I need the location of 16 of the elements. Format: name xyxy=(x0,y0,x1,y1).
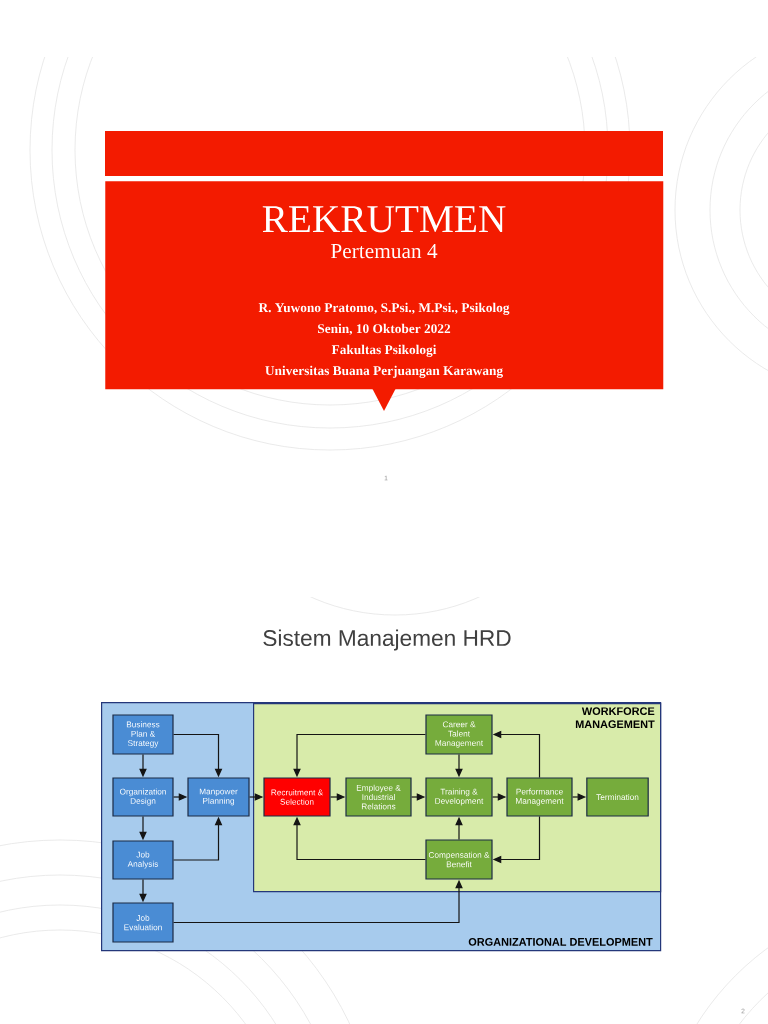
process-box: Job Evaluation xyxy=(112,902,174,943)
process-box: Recruitment & Selection xyxy=(263,777,331,817)
process-box: Training & Development xyxy=(425,777,493,817)
process-box: Organization Design xyxy=(112,777,174,817)
banner-bar xyxy=(105,131,663,176)
process-box: Career & Talent Management xyxy=(425,714,493,755)
process-box: Manpower Planning xyxy=(187,777,250,817)
process-box: Termination xyxy=(586,777,649,817)
process-box: Compensation & Benefit xyxy=(425,839,493,880)
process-box: Performance Management xyxy=(506,777,573,817)
process-box: Job Analysis xyxy=(112,840,174,880)
region-heading: ORGANIZATIONAL DEVELOPMENT xyxy=(468,938,653,946)
process-box: Employee & Industrial Relations xyxy=(345,777,412,817)
slide-title: Sistem Manajemen HRD xyxy=(263,629,511,651)
region-heading: WORKFORCE MANAGEMENT xyxy=(575,707,655,729)
process-box: Business Plan & Strategy xyxy=(112,714,174,755)
